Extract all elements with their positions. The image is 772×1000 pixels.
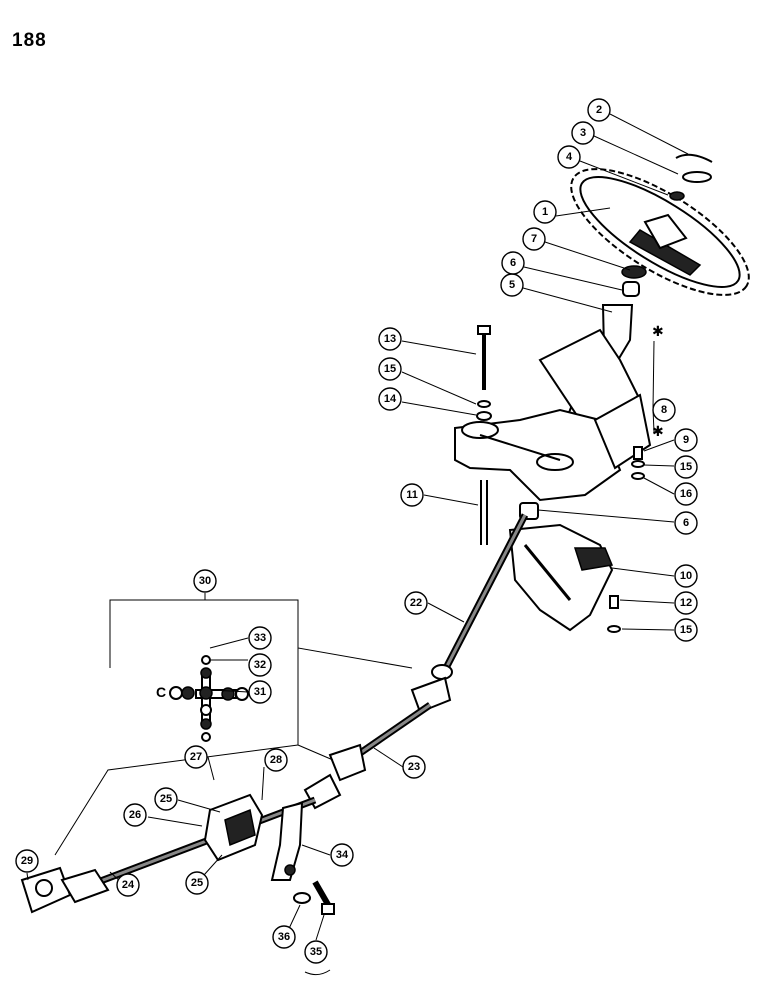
callout-label: 2 (596, 104, 602, 116)
callout-7: 7 (522, 227, 546, 251)
callout-27: 27 (184, 745, 208, 769)
callout-30: 30 (193, 569, 217, 593)
callout-36: 36 (272, 925, 296, 949)
callout-25a: 25 (154, 787, 178, 811)
callout-label: 6 (683, 517, 689, 529)
callout-15a: 15 (378, 357, 402, 381)
callout-label: 32 (254, 659, 266, 671)
callout-2: 2 (587, 98, 611, 122)
inset-frame (54, 593, 413, 856)
callout-label: 15 (680, 461, 692, 473)
callout-15c: 15 (674, 618, 698, 642)
callout-label: 1 (542, 206, 548, 218)
callout-32: 32 (248, 653, 272, 677)
callout-26: 26 (123, 803, 147, 827)
callout-label: 24 (122, 879, 135, 891)
callout-8: 8 (652, 398, 676, 422)
callout-label: 28 (270, 754, 282, 766)
svg-text:C: C (156, 684, 166, 700)
callout-label: 30 (199, 575, 211, 587)
callout-label: 27 (190, 751, 202, 763)
callout-24: 24 (116, 873, 140, 897)
callout-label: 3 (580, 127, 586, 139)
callout-label: 16 (680, 488, 692, 500)
callout-3: 3 (571, 121, 595, 145)
callout-label: 15 (384, 363, 396, 375)
svg-text:✱: ✱ (652, 324, 664, 340)
callout-label: 36 (278, 931, 290, 943)
callout-label: 26 (129, 809, 141, 821)
pitman-arm (270, 801, 304, 881)
callout-22: 22 (404, 591, 428, 615)
callout-1: 1 (533, 200, 557, 224)
callout-5: 5 (500, 273, 524, 297)
callout-35: 35 (304, 940, 328, 964)
callout-label: 31 (254, 686, 266, 698)
callout-label: 4 (566, 151, 573, 163)
callout-label: 33 (254, 632, 266, 644)
callout-label: 13 (384, 333, 396, 345)
callout-25b: 25 (185, 871, 209, 895)
callout-label: 6 (510, 257, 516, 269)
callout-10: 10 (674, 564, 698, 588)
callout-29: 29 (15, 849, 39, 873)
callout-label: 29 (21, 855, 33, 867)
callout-label: 14 (384, 393, 397, 405)
steering-support-bracket (454, 393, 652, 502)
callout-label: 12 (680, 597, 692, 609)
callout-31: 31 (248, 680, 272, 704)
callout-23: 23 (402, 755, 426, 779)
universal-joint-kit-parts: C (156, 655, 265, 742)
callout-13: 13 (378, 327, 402, 351)
callout-28: 28 (264, 748, 288, 772)
svg-text:✱: ✱ (652, 424, 664, 440)
callout-9: 9 (674, 428, 698, 452)
universal-joint-end (20, 866, 110, 914)
steering-shafts (88, 513, 529, 889)
callout-label: 23 (408, 761, 420, 773)
callout-label: 15 (680, 624, 692, 636)
callout-label: 11 (406, 489, 418, 501)
steering-wheel (570, 168, 750, 296)
callout-12: 12 (674, 591, 698, 615)
callout-label: 25 (160, 793, 172, 805)
callout-label: 5 (509, 279, 515, 291)
callout-33: 33 (248, 626, 272, 650)
callout-14: 14 (378, 387, 402, 411)
bottom-arc-mark (304, 969, 331, 976)
callout-15b: 15 (674, 455, 698, 479)
callout-6a: 6 (501, 251, 525, 275)
lower-mounting-bracket (508, 523, 614, 632)
callout-label: 25 (191, 877, 203, 889)
callout-6b: 6 (674, 511, 698, 535)
callout-label: 22 (410, 597, 422, 609)
callout-4: 4 (557, 145, 581, 169)
leader-lines (26, 113, 689, 941)
callout-label: 35 (310, 946, 322, 958)
callout-label: 7 (531, 233, 537, 245)
callout-label: 8 (661, 404, 667, 416)
page-number: 188 (12, 30, 47, 51)
callout-label: 34 (336, 849, 349, 861)
callout-label: 9 (683, 434, 689, 446)
callout-label: 10 (680, 570, 692, 582)
callout-34: 34 (330, 843, 354, 867)
horn-button-parts (621, 153, 713, 297)
callout-16: 16 (674, 482, 698, 506)
bearing-flanges (203, 793, 264, 862)
nut-and-bolt (293, 880, 335, 915)
callout-11: 11 (400, 483, 424, 507)
